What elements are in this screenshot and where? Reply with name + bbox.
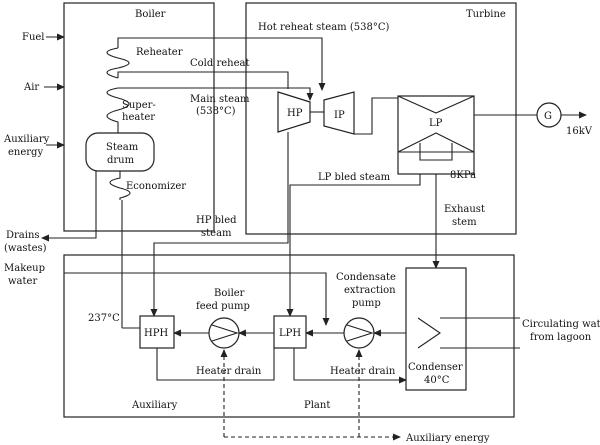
condensate-label-1: Condensate xyxy=(336,272,396,283)
boiler-feed-pump xyxy=(208,317,240,349)
cold-reheat-label: Cold reheat xyxy=(190,58,250,69)
boiler-feed-label-2: feed pump xyxy=(196,301,250,312)
condenser-label-1: Condenser xyxy=(408,362,463,373)
condenser xyxy=(405,267,467,391)
lph-label: LPH xyxy=(279,328,301,339)
hot-reheat-label: Hot reheat steam (538°C) xyxy=(258,22,389,33)
auxiliary-plant-box xyxy=(63,254,515,418)
hp-label: HP xyxy=(287,108,303,119)
hot-reheat-line xyxy=(117,37,326,91)
main-steam-label-2: (538°C) xyxy=(196,106,236,117)
main-steam-line xyxy=(106,87,314,133)
aux-energy-in-label-2: energy xyxy=(8,147,43,158)
aux-energy-out-label: Auxiliary energy xyxy=(405,433,490,444)
boiler-title: Boiler xyxy=(135,9,166,20)
economizer-coil xyxy=(109,171,131,200)
lp-lower-wedge xyxy=(397,132,475,153)
aux-energy-in-label-1: Auxiliary xyxy=(3,134,50,145)
reheater-label: Reheater xyxy=(136,47,183,58)
lp-label: LP xyxy=(429,118,443,129)
lph-heater xyxy=(273,315,307,349)
heater-drain-line-1 xyxy=(156,348,275,381)
heater-drain-label-1: Heater drain xyxy=(196,366,262,377)
ip-lp-crossover xyxy=(354,97,398,135)
main-steam-label-1: Main steam xyxy=(190,94,250,105)
condensate-pump xyxy=(343,317,375,349)
reheater-coil xyxy=(106,47,130,79)
hph-label: HPH xyxy=(144,328,168,339)
heater-drain-line-2 xyxy=(293,348,407,384)
boiler-feed-pump-symbol xyxy=(211,324,239,342)
drains-label-2: (wastes) xyxy=(4,243,47,254)
generator-label: G xyxy=(544,111,552,122)
superheater-label-2: heater xyxy=(122,112,155,123)
temp-237-label: 237°C xyxy=(88,313,120,324)
exhaust-label-1: Exhaust xyxy=(444,204,485,215)
superheater-label-1: Super- xyxy=(122,100,156,111)
makeup-label-2: water xyxy=(8,276,37,287)
condensate-label-3: pump xyxy=(352,298,381,309)
turbine-box xyxy=(245,2,517,235)
auxiliary-label: Auxiliary xyxy=(131,400,178,411)
condensate-pump-symbol xyxy=(346,324,374,342)
lp-bled-label: LP bled steam xyxy=(318,172,391,183)
heater-drain-label-2: Heater drain xyxy=(330,366,396,377)
condenser-label-2: 40°C xyxy=(424,375,450,386)
boiler-feed-label-1: Boiler xyxy=(214,288,245,299)
condensate-label-2: extraction xyxy=(344,285,396,296)
economizer-label: Economizer xyxy=(126,181,186,192)
makeup-label-1: Makeup xyxy=(4,263,45,274)
lp-bled-line xyxy=(286,174,421,317)
exhaust-label-2: stem xyxy=(452,217,477,228)
lp-upper-wedge xyxy=(397,95,475,114)
lp-turbine-casing xyxy=(397,95,475,175)
hph-heater xyxy=(139,315,175,349)
drains-line xyxy=(41,171,97,242)
cold-reheat-line xyxy=(117,71,289,89)
plant-label: Plant xyxy=(304,400,330,411)
hp-bled-line xyxy=(150,132,289,317)
steam-drum-label-2: drum xyxy=(107,155,135,166)
makeup-water-line xyxy=(64,272,330,326)
circulating-label-2: from lagoon xyxy=(530,332,592,343)
hp-bled-label-1: HP bled xyxy=(196,215,237,226)
air-label: Air xyxy=(23,82,39,93)
boiler-box xyxy=(63,2,215,232)
steam-drum-label-1: Steam xyxy=(106,142,139,153)
pressure-label: 8KPa xyxy=(450,170,476,181)
condenser-coil xyxy=(417,317,441,349)
drains-label-1: Drains xyxy=(6,230,40,241)
output-label: 16kV xyxy=(566,126,593,137)
circulating-label-1: Circulating water xyxy=(522,319,600,330)
fuel-label: Fuel xyxy=(22,32,45,43)
turbine-title: Turbine xyxy=(466,9,506,20)
ip-label: IP xyxy=(334,110,345,121)
hp-turbine xyxy=(277,91,311,133)
hp-bled-label-2: steam xyxy=(201,228,232,239)
lp-inner-box xyxy=(419,143,453,161)
